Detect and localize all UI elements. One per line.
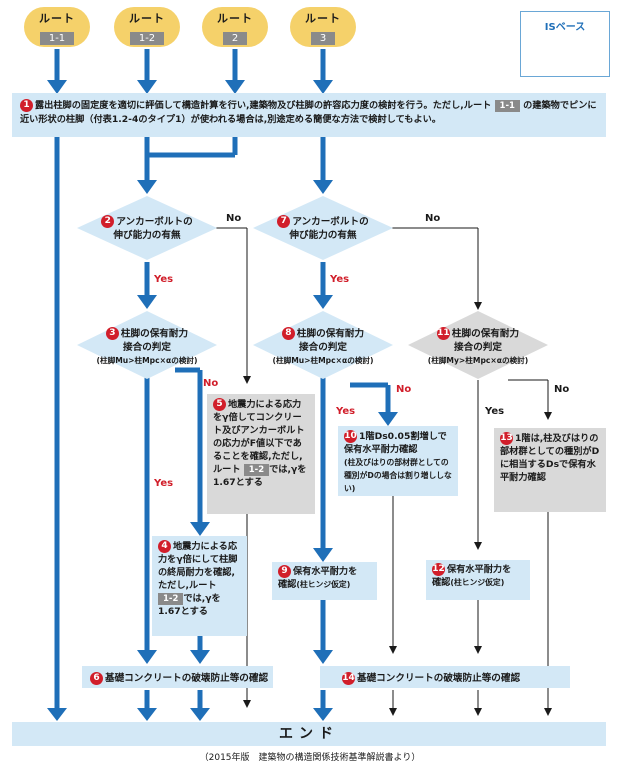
step-5-text-b: では,γを1.67とする	[213, 464, 307, 488]
route-label: ルート	[129, 12, 165, 25]
step-10-note: (柱及びはりの部材群としての種別がDの場合は割り増ししない)	[344, 458, 452, 493]
step-9-text-b: 確認	[278, 579, 297, 590]
step-number: 2	[101, 215, 115, 228]
step-number: 4	[158, 540, 171, 553]
step-4-text-a: 地震力による応力をγ倍にして柱脚の終局耐力を確認,ただし,ルート	[158, 541, 238, 591]
end-bar: エンド	[12, 722, 606, 746]
is-base-label: ISベース	[544, 22, 586, 33]
decision-diamond-2	[77, 196, 217, 260]
step-number: 10	[344, 430, 357, 443]
step-number: 12	[432, 563, 445, 576]
route-3: ルート 3	[290, 7, 356, 47]
step-12-text-a: 保有水平耐力を	[447, 564, 512, 575]
yes-label-d8: Yes	[336, 406, 356, 417]
yes-label-d3: Yes	[154, 478, 174, 489]
decision-diamond-7	[253, 196, 393, 260]
step-9-note: (柱ヒンジ仮定)	[296, 580, 351, 589]
decision-line: 接合の判定	[454, 341, 502, 353]
step-12-text-b: 確認	[432, 577, 451, 588]
route-number: 1-1	[39, 32, 75, 45]
source-caption: （2015年版 建築物の構造関係技術基準解説書より）	[199, 753, 421, 763]
yes-label-d11: Yes	[485, 406, 505, 417]
route-number: 3	[310, 32, 336, 45]
decision-line: アンカーボルトの	[116, 216, 193, 228]
decision-line: 柱脚の保有耐力	[296, 328, 365, 340]
route-1-2: ルート 1-2	[114, 7, 180, 47]
yes-label-d2: Yes	[154, 274, 174, 285]
route-label: ルート	[305, 12, 341, 25]
step-1-text-b: の建築物でピンに近い形状の柱脚（付表1.2-4のタイプ1）が使われる場合は,別途…	[20, 100, 597, 125]
step-13-text: 1階は,柱及びはりの部材群としての種別がDに相当するDsで保有水平耐力確認	[500, 433, 600, 483]
decision-line: 柱脚の保有耐力	[451, 328, 520, 340]
step-number: 14	[342, 671, 355, 685]
no-label-d2: No	[226, 213, 242, 224]
route-label: ルート	[217, 12, 253, 25]
decision-note: (柱脚My>柱Mpc×αの検討)	[427, 355, 529, 365]
no-label-d3: No	[203, 378, 219, 389]
route-number: 2	[222, 32, 248, 45]
step-6-text: 基礎コンクリートの破壊防止等の確認	[105, 673, 269, 684]
decision-line: 伸び能力の有無	[289, 229, 357, 241]
step-5-text-a: 地震力による応力をγ倍してコンクリート及びアンカーボルトの応力がF値以下であるこ…	[213, 399, 305, 475]
no-label-d8: No	[396, 384, 412, 395]
no-label-d11: No	[554, 384, 570, 395]
step-number: 8	[281, 327, 295, 340]
step-number: 6	[90, 671, 103, 685]
step-9-text-a: 保有水平耐力を	[293, 566, 358, 577]
step-number: 5	[213, 398, 226, 411]
step-number: 3	[105, 327, 119, 340]
decision-line: 柱脚の保有耐力	[120, 328, 189, 340]
route-2: ルート 2	[202, 7, 268, 47]
step-10-text-a: 1階Ds0.05割増しで保有水平耐力確認	[344, 431, 447, 455]
step-number: 11	[436, 327, 450, 340]
yes-label-d7: Yes	[330, 274, 350, 285]
is-base-box: ISベース	[520, 11, 610, 77]
route-1-1: ルート 1-1	[24, 7, 90, 47]
route-tag: 1-2	[158, 593, 184, 605]
decision-note: (柱脚Mu>柱Mpc×αの検討)	[272, 355, 374, 365]
decision-line: 接合の判定	[123, 341, 171, 353]
step-number: 13	[500, 432, 513, 445]
route-label: ルート	[39, 12, 75, 25]
route-tag: 1-1	[494, 100, 520, 112]
step-number: 9	[278, 565, 291, 578]
route-number: 1-2	[129, 32, 165, 45]
step-1-text-a: 露出柱脚の固定度を適切に評価して構造計算を行い,建築物及び柱脚の許容応力度の検討…	[35, 100, 492, 111]
route-tag: 1-2	[243, 464, 270, 476]
decision-note: (柱脚Mu>柱Mpc×αの検討)	[96, 355, 198, 365]
decision-line: アンカーボルトの	[292, 216, 369, 228]
decision-line: 伸び能力の有無	[113, 229, 181, 241]
step-12-note: (柱ヒンジ仮定)	[450, 578, 505, 587]
decision-line: 接合の判定	[299, 341, 347, 353]
step-number: 1	[20, 99, 33, 112]
step-14-text: 基礎コンクリートの破壊防止等の確認	[357, 673, 521, 684]
step-4-text-b: では,γを1.67とする	[158, 593, 221, 617]
no-label-d7: No	[425, 213, 441, 224]
step-number: 7	[277, 215, 291, 228]
